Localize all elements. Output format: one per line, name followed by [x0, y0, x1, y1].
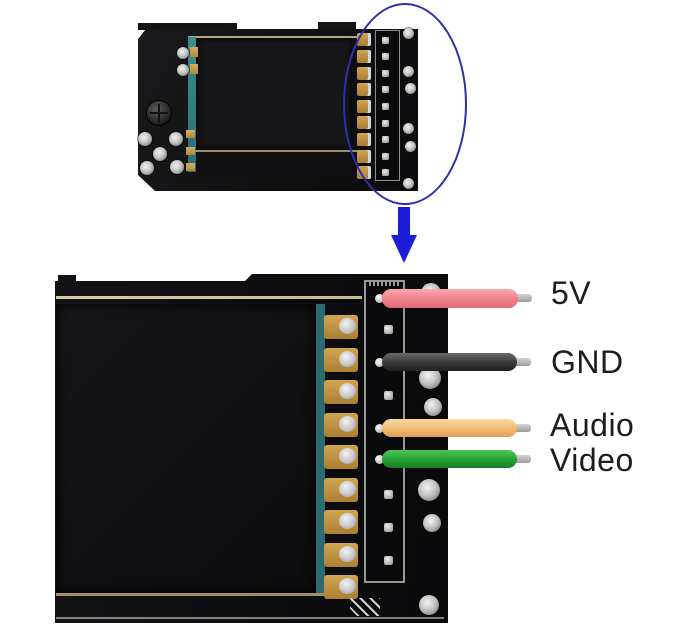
down-arrow-icon	[391, 235, 417, 263]
solder-pad	[177, 47, 189, 59]
gold-trace	[56, 296, 362, 299]
lcd-screen	[56, 304, 318, 593]
mounting-screw	[147, 101, 171, 125]
gold-solder-pad	[324, 510, 358, 534]
solder-pad	[140, 161, 154, 175]
header-pin	[384, 325, 393, 334]
wire-label-gnd: GND	[551, 344, 624, 380]
pcb-top-tab	[318, 22, 356, 30]
gold-pad	[186, 130, 195, 138]
closeup-photo	[0, 270, 680, 630]
lcd-module-base	[196, 152, 352, 176]
header-pin	[384, 556, 393, 565]
gold-pad	[186, 163, 195, 171]
solder-pad	[424, 398, 442, 416]
solder-pad	[423, 514, 441, 532]
gold-solder-pad	[324, 575, 358, 599]
gold-pad	[186, 147, 195, 155]
gold-solder-pad	[324, 315, 358, 339]
wire-label-audio: Audio	[550, 407, 635, 443]
solder-pad	[419, 367, 441, 389]
solder-pad	[138, 132, 152, 146]
solder-pad	[170, 160, 184, 174]
wire-tip	[512, 358, 531, 366]
gold-trace	[56, 593, 332, 596]
lcd-flex-strip	[188, 37, 196, 172]
header-pin	[384, 391, 393, 400]
gold-solder-pad	[324, 477, 358, 502]
solder-pad	[418, 479, 440, 501]
gold-solder-pad	[324, 412, 358, 437]
gold-solder-pad	[324, 380, 358, 404]
wire-tip	[512, 455, 531, 463]
solder-pad	[169, 132, 183, 146]
gold-solder-pad	[324, 347, 358, 372]
gold-trace	[188, 150, 358, 152]
silkscreen-hatch	[350, 598, 380, 616]
pcb-top-tab	[138, 23, 237, 30]
header-pin	[384, 490, 393, 499]
solder-pad	[177, 64, 189, 76]
silkscreen-text	[369, 282, 399, 286]
wire-tip	[512, 424, 531, 432]
board-edge-highlight	[56, 617, 444, 619]
down-arrow-icon	[398, 207, 410, 236]
solder-joint	[375, 424, 384, 433]
gold-trace	[188, 36, 364, 38]
wire-gnd	[382, 353, 517, 371]
lcd-screen	[196, 38, 352, 150]
solder-joint	[375, 294, 384, 303]
solder-pad	[153, 147, 167, 161]
wire-label-video: Video	[550, 442, 634, 478]
solder-pad	[419, 595, 439, 615]
wire-5v	[382, 289, 518, 308]
solder-joint	[375, 455, 384, 464]
overview-photo	[0, 0, 680, 270]
header-pin	[384, 523, 393, 532]
gold-pad	[190, 64, 198, 74]
wire-tip	[513, 294, 532, 302]
gold-pad	[190, 47, 198, 57]
solder-joint	[375, 358, 384, 367]
wire-audio	[382, 419, 517, 437]
wire-video	[382, 450, 517, 468]
lcd-flex-strip	[316, 304, 325, 593]
wire-label-5v: 5V	[551, 275, 592, 311]
gold-solder-pad	[324, 542, 358, 567]
highlight-ellipse-icon	[343, 3, 467, 205]
gold-solder-pad	[324, 445, 358, 469]
